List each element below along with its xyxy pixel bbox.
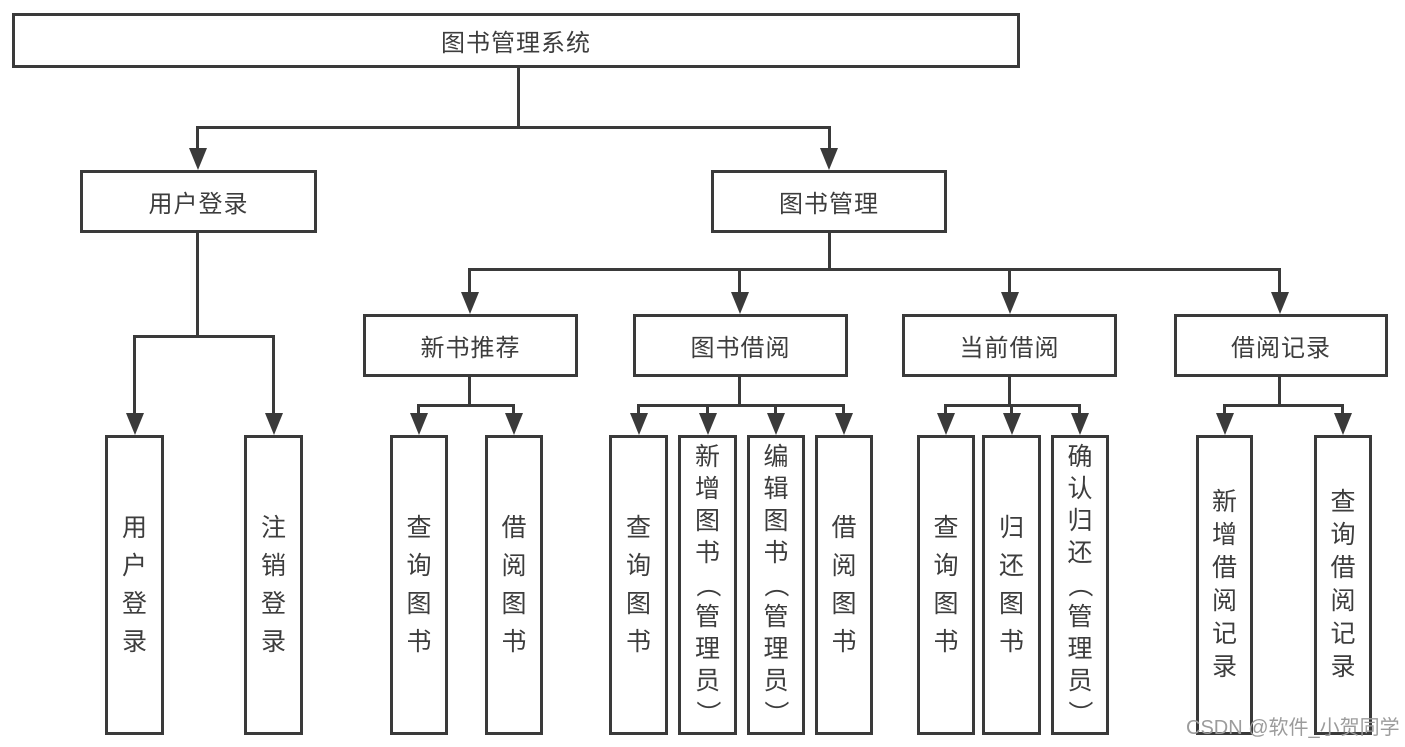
arrowhead-icon — [1271, 292, 1289, 314]
arrowhead-icon — [820, 148, 838, 170]
connector-line — [1278, 377, 1281, 407]
arrowhead-icon — [767, 413, 785, 435]
csdn-watermark: CSDN @软件_小贺同学 — [1186, 717, 1400, 739]
node-user-login: 用户登录 — [80, 170, 317, 233]
leaf-query-borrow-record: 查询借阅记录 — [1314, 435, 1372, 735]
connector-line — [637, 404, 845, 407]
connector-line — [1341, 404, 1344, 415]
connector-line — [196, 126, 199, 152]
connector-line — [196, 233, 199, 338]
leaf-user-login: 用户登录 — [105, 435, 164, 735]
connector-line — [1078, 404, 1081, 415]
connector-line — [417, 404, 515, 407]
connector-line — [637, 404, 640, 415]
leaf-add-book-admin: 新增图书（管理员） — [678, 435, 737, 735]
leaf-add-borrow-record: 新增借阅记录 — [1196, 435, 1253, 735]
node-current-borrow: 当前借阅 — [902, 314, 1117, 377]
arrowhead-icon — [505, 413, 523, 435]
leaf-borrow-books: 借阅图书 — [815, 435, 873, 735]
connector-line — [706, 404, 709, 415]
arrowhead-icon — [265, 413, 283, 435]
connector-line — [1010, 404, 1013, 415]
arrowhead-icon — [461, 292, 479, 314]
connector-line — [468, 377, 471, 407]
node-borrow-records: 借阅记录 — [1174, 314, 1388, 377]
connector-line — [468, 268, 1281, 271]
arrowhead-icon — [410, 413, 428, 435]
connector-line — [1223, 404, 1344, 407]
arrowhead-icon — [835, 413, 853, 435]
connector-line — [196, 126, 831, 129]
connector-line — [133, 335, 136, 415]
connector-line — [1223, 404, 1226, 415]
connector-line — [1008, 377, 1011, 407]
connector-line — [1278, 268, 1281, 294]
connector-line — [468, 268, 471, 294]
connector-line — [272, 335, 275, 415]
connector-line — [517, 68, 520, 129]
connector-line — [842, 404, 845, 415]
node-book-borrow: 图书借阅 — [633, 314, 848, 377]
leaf-borrow-books-recommend: 借阅图书 — [485, 435, 543, 735]
connector-line — [738, 377, 741, 407]
arrowhead-icon — [189, 148, 207, 170]
leaf-query-books-current: 查询图书 — [917, 435, 975, 735]
node-new-book-recommend: 新书推荐 — [363, 314, 578, 377]
arrowhead-icon — [630, 413, 648, 435]
leaf-edit-book-admin: 编辑图书（管理员） — [747, 435, 805, 735]
connector-line — [828, 233, 831, 271]
leaf-return-book: 归还图书 — [982, 435, 1041, 735]
leaf-logout: 注销登录 — [244, 435, 303, 735]
node-root: 图书管理系统 — [12, 13, 1020, 68]
connector-line — [774, 404, 777, 415]
arrowhead-icon — [1216, 413, 1234, 435]
connector-line — [1008, 268, 1011, 294]
arrowhead-icon — [1334, 413, 1352, 435]
leaf-query-books-borrow: 查询图书 — [609, 435, 668, 735]
connector-line — [944, 404, 947, 415]
connector-line — [738, 268, 741, 294]
connector-line — [512, 404, 515, 415]
arrowhead-icon — [1071, 413, 1089, 435]
leaf-query-books-recommend: 查询图书 — [390, 435, 448, 735]
connector-line — [133, 335, 275, 338]
arrowhead-icon — [1003, 413, 1021, 435]
leaf-confirm-return-admin: 确认归还（管理员） — [1051, 435, 1109, 735]
arrowhead-icon — [1001, 292, 1019, 314]
arrowhead-icon — [937, 413, 955, 435]
connector-line — [417, 404, 420, 415]
node-book-management: 图书管理 — [711, 170, 947, 233]
connector-line — [828, 126, 831, 152]
arrowhead-icon — [731, 292, 749, 314]
arrowhead-icon — [699, 413, 717, 435]
arrowhead-icon — [126, 413, 144, 435]
